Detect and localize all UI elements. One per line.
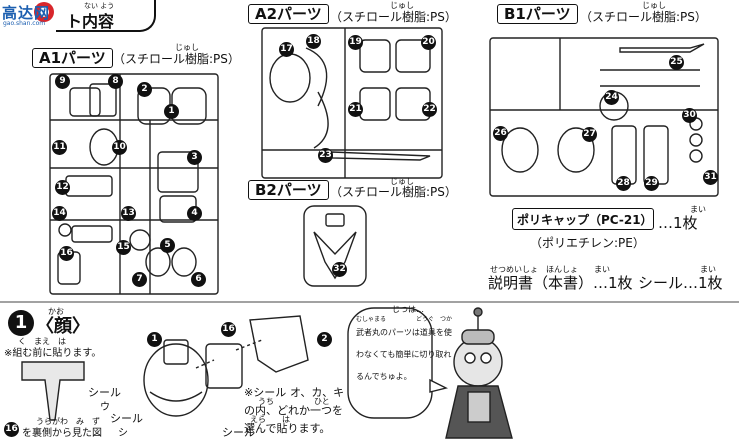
part-number-7: 7	[132, 272, 147, 287]
polycap-material: （ポリエチレン:PE）	[530, 236, 645, 250]
part-number-22: 22	[422, 102, 437, 117]
part-number-21: 21	[348, 102, 363, 117]
speech-text: 武者丸のパーツは道具を使 わなくても簡単に切り取れ るんでちゅよ。	[356, 322, 452, 388]
part-number-31: 31	[703, 170, 718, 185]
sticker-shi-label-1: シール	[110, 412, 143, 425]
part-number-14: 14	[52, 206, 67, 221]
choice-ruby-2: えら は	[250, 415, 290, 424]
part-number-12: 12	[55, 180, 70, 195]
page-title: ト内容	[66, 12, 115, 31]
manual-ruby: せつめいしょ ほんしょ まい	[490, 265, 610, 274]
sticker-shi-label-2: シール	[222, 426, 255, 439]
sprue-b2-label: B2パーツ	[248, 180, 329, 200]
choice-ruby: うち ひと	[258, 397, 330, 406]
step-number-badge: 1	[8, 310, 34, 336]
sprue-b2-ruby: じゅし	[390, 177, 414, 186]
part-number-5: 5	[160, 238, 175, 253]
choice-note-1: ※シール	[244, 386, 287, 399]
part-number-25: 25	[669, 55, 684, 70]
sticker-text: シール…1枚	[638, 274, 723, 292]
sprue-b1-label: B1パーツ	[497, 4, 578, 24]
part-number-18: 18	[306, 34, 321, 49]
part-number-32: 32	[332, 262, 347, 277]
part-number-26: 26	[493, 126, 508, 141]
part-number-27: 27	[582, 127, 597, 142]
speech-line-2: わなくても簡単に切り取れ	[356, 350, 452, 359]
sprue-a1-ruby: じゅし	[175, 43, 199, 52]
note-before: ※組む前に貼ります。	[4, 348, 102, 359]
note-before-ruby: く まえ は	[18, 337, 66, 346]
step-part-16: 16	[221, 322, 236, 337]
sprue-a1-material: （スチロール樹脂:PS）	[113, 52, 240, 66]
step1-illustration	[21, 315, 309, 421]
part-number-30: 30	[682, 108, 697, 123]
sprue-b2-material: （スチロール樹脂:PS）	[330, 185, 457, 199]
back-view-text: を裏側から見た図	[22, 428, 102, 439]
part-number-2: 2	[137, 82, 152, 97]
polycap-qty-ruby: まい	[690, 205, 706, 214]
sprue-b1-material: （スチロール樹脂:PS）	[580, 10, 707, 24]
part-number-11: 11	[52, 140, 67, 155]
part-number-23: 23	[318, 148, 333, 163]
part-number-20: 20	[421, 35, 436, 50]
part-number-10: 10	[112, 140, 127, 155]
choice-marks: オ、カ、キ	[290, 386, 345, 399]
step-title-ruby: かお	[48, 307, 64, 316]
sprue-a2-ruby: じゅし	[390, 1, 414, 10]
speech-bubble	[347, 307, 449, 419]
step-number: 1	[14, 312, 28, 333]
speech-ruby: むしゃまる どうぐ つか	[356, 316, 453, 323]
part-number-17: 17	[279, 42, 294, 57]
back-view-ruby: うらがわ み ず	[36, 417, 100, 426]
polycap-qty: …1枚	[658, 214, 698, 232]
logo-url: gao.shan.com	[3, 20, 46, 27]
polycap-label: ポリキャップ（PC-21）	[517, 213, 653, 227]
part-number-8: 8	[108, 74, 123, 89]
sticker-ruby: まい	[700, 265, 716, 274]
part-number-6: 6	[191, 272, 206, 287]
page-title-box: ない よう ト内容	[56, 0, 156, 32]
part-number-16: 16	[59, 246, 74, 261]
part-number-24: 24	[604, 90, 619, 105]
choice-note-3: 選んで貼ります。	[244, 422, 331, 435]
part-number-19: 19	[348, 35, 363, 50]
part-number-13: 13	[121, 206, 136, 221]
part-number-28: 28	[616, 176, 631, 191]
logo-text: 高达网	[2, 4, 51, 22]
step-part-2: 2	[317, 332, 332, 347]
sticker-u-label: シール	[88, 386, 121, 399]
header-logo: 高达网 gao.shan.com	[0, 0, 60, 28]
speech-line-3: るんでちゅよ。	[356, 372, 412, 381]
polycap-box: ポリキャップ（PC-21）	[512, 208, 654, 230]
speech-aside: じつは…	[392, 305, 424, 314]
step-part-1: 1	[147, 332, 162, 347]
manual-text: 説明書（本書）…1枚	[488, 274, 633, 292]
part-number-29: 29	[644, 176, 659, 191]
sprue-b1-frame	[489, 37, 719, 197]
part-number-4: 4	[187, 206, 202, 221]
part-number-9: 9	[55, 74, 70, 89]
page-title-ruby: ない よう	[84, 2, 115, 10]
sprue-a1-frame	[49, 73, 219, 295]
choice-note-2: の内、どれか一つを	[244, 404, 343, 417]
sprue-a2-label: A2パーツ	[248, 4, 329, 24]
sprue-a1-label: A1パーツ	[32, 48, 113, 68]
sprue-b1-ruby: じゅし	[642, 1, 666, 10]
speech-line-1: 武者丸のパーツは道具を使	[356, 328, 452, 337]
sprue-b2-frame	[303, 205, 367, 287]
part-number-1: 1	[164, 104, 179, 119]
part-number-3: 3	[187, 150, 202, 165]
sticker-shi-mark: シ	[118, 428, 128, 439]
part-number-15: 15	[116, 240, 131, 255]
step-title: 〈顔〉	[36, 316, 90, 337]
sprue-a2-material: （スチロール樹脂:PS）	[330, 10, 457, 24]
logo-emblem-icon	[34, 2, 54, 22]
mascot-character	[445, 307, 513, 439]
sticker-u-mark: ウ	[100, 402, 110, 413]
back-view-part-number: 16	[4, 422, 19, 437]
